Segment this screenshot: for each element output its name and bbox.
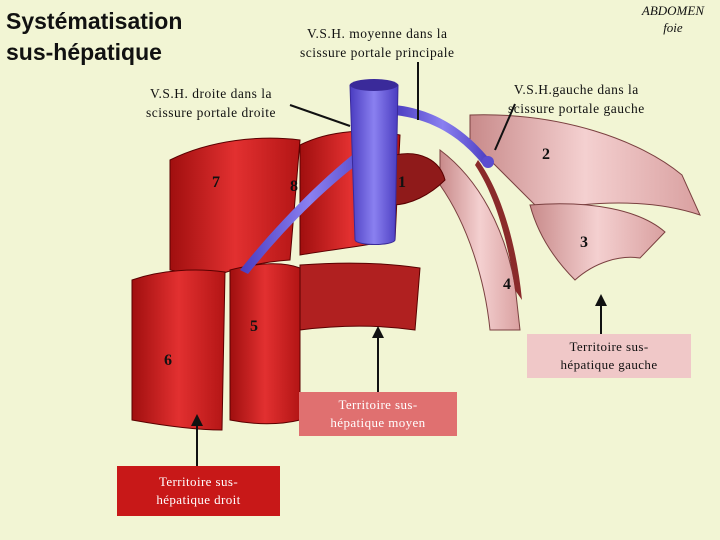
- territoire-moyen-line-1: Territoire sus-: [338, 397, 418, 412]
- segment-5-label: 5: [250, 318, 258, 335]
- vsh-droite-branch: [240, 140, 380, 274]
- title-line-2: sus-hépatique: [6, 39, 162, 65]
- pointer-vsh-droite: [289, 104, 351, 127]
- segment-8-label: 8: [290, 178, 298, 195]
- vena-cava-opening: [350, 79, 398, 91]
- territoire-gauche-box: Territoire sus- hépatique gauche: [527, 334, 691, 378]
- corner-line-2: foie: [663, 20, 683, 35]
- segment-4-label: 4: [503, 276, 511, 293]
- label-vsh-gauche-line-1: V.S.H.gauche dans la: [513, 82, 639, 97]
- label-vsh-droite-line-2: scissure portale droite: [146, 105, 276, 120]
- left-vein-stub: [482, 156, 494, 168]
- territoire-gauche-line-1: Territoire sus-: [569, 339, 649, 354]
- left-liver-lower: [529, 203, 666, 281]
- vena-cava: [349, 80, 399, 245]
- left-portal-fissure: [475, 160, 522, 300]
- territoire-moyen-line-2: hépatique moyen: [330, 415, 426, 430]
- left-liver-upper: [469, 114, 701, 216]
- label-vsh-gauche: V.S.H.gauche dans la scissure portale ga…: [508, 80, 645, 118]
- label-vsh-moyenne: V.S.H. moyenne dans la scissure portale …: [300, 24, 454, 62]
- arrow-head-droit: [191, 414, 203, 426]
- arrow-head-gauche: [595, 294, 607, 306]
- segment-middle-strip: [299, 262, 421, 331]
- territoire-moyen-box: Territoire sus- hépatique moyen: [299, 392, 457, 436]
- label-vsh-droite: V.S.H. droite dans la scissure portale d…: [146, 84, 276, 122]
- territoire-gauche-line-2: hépatique gauche: [560, 357, 658, 372]
- territoire-droit-box: Territoire sus- hépatique droit: [117, 466, 280, 516]
- segment-1-label: 1: [398, 174, 406, 191]
- title-line-1: Systématisation: [6, 8, 183, 34]
- label-vsh-droite-line-1: V.S.H. droite dans la: [149, 86, 272, 101]
- arrow-head-moyen: [372, 326, 384, 338]
- vsh-gauche-branch: [395, 105, 490, 166]
- corner-line-1: ABDOMEN: [641, 3, 704, 18]
- label-vsh-moyenne-line-2: scissure portale principale: [300, 45, 455, 60]
- segment-7-body: [169, 137, 301, 279]
- territoire-droit-line-2: hépatique droit: [156, 492, 241, 507]
- segment-6-body: [131, 269, 226, 431]
- segment-7-label: 7: [212, 174, 220, 191]
- segment-3-label: 3: [580, 234, 588, 251]
- segment-4-body: [439, 148, 521, 331]
- page-title: Systématisation sus-hépatique: [6, 6, 182, 68]
- pointer-vsh-gauche: [494, 103, 516, 151]
- corner-caption: ABDOMEN foie: [642, 2, 704, 36]
- label-vsh-gauche-line-2: scissure portale gauche: [508, 101, 645, 116]
- segment-1-body: [391, 153, 446, 206]
- segment-5-body: [229, 263, 301, 425]
- segment-2-label: 2: [542, 146, 550, 163]
- territoire-droit-line-1: Territoire sus-: [158, 474, 239, 489]
- segment-6-label: 6: [164, 352, 172, 369]
- label-vsh-moyenne-line-1: V.S.H. moyenne dans la: [306, 26, 448, 41]
